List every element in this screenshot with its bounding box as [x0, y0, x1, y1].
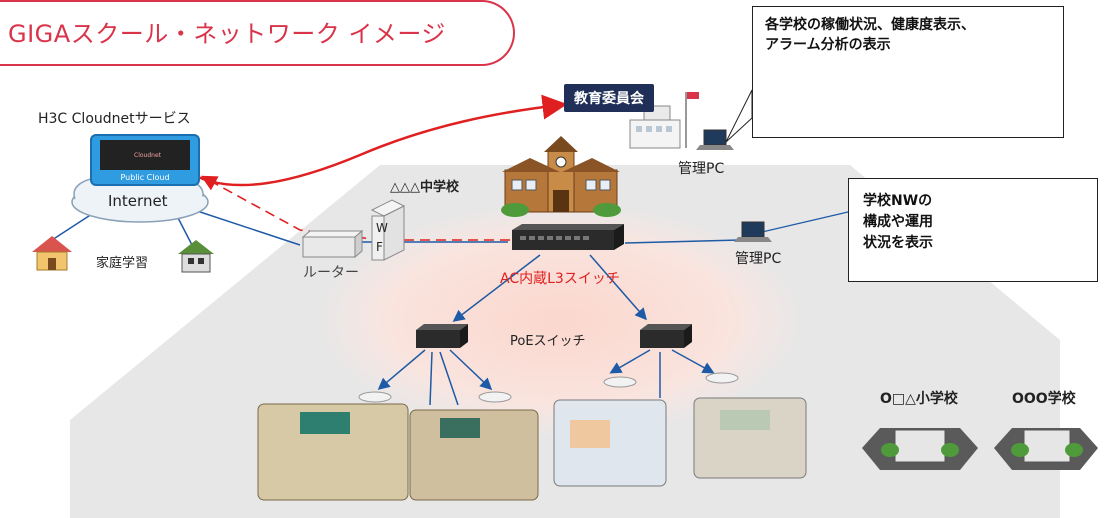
classroom-image-2 — [409, 409, 539, 501]
router-label: ルーター — [303, 265, 359, 281]
l3-switch-label: AC内蔵L3スイッチ — [500, 271, 620, 287]
other-school-label-2: OOO学校 — [1012, 391, 1076, 407]
home-learning-label: 家庭学習 — [96, 256, 149, 271]
home-icon-1 — [32, 236, 72, 271]
l3-poe2-arrow — [589, 254, 647, 321]
other-school-label-1: O□△小学校 — [880, 391, 958, 407]
pc-callout-line — [761, 211, 849, 233]
cloud-home1-line — [51, 211, 96, 241]
callout-right-line3: 状況を表示 — [863, 235, 933, 251]
callout-top-line1: 各学校の稼働状況、健康度表示、 — [765, 17, 975, 33]
l3-pc-line — [624, 239, 741, 244]
callout-dashboard-top: 各学校の稼働状況、健康度表示、 アラーム分析の表示 — [752, 6, 1064, 138]
cloud-screen-brand: Cloudnet — [134, 152, 161, 159]
cloud-service-label: H3C Cloudnetサービス — [38, 111, 191, 127]
title-tab — [0, 0, 515, 66]
firewall-label-w: W — [376, 221, 388, 235]
school-pc-label: 管理PC — [735, 251, 782, 267]
cloud-dashboard-screen: Cloudnet — [100, 140, 190, 170]
home-icon-2 — [178, 240, 214, 273]
firewall-device — [370, 199, 406, 261]
callout-top-pointer — [725, 89, 753, 143]
callout-right-line2: 構成や運用 — [863, 214, 933, 230]
public-cloud-label: Public Cloud — [120, 173, 170, 182]
l3-poe1-arrow — [452, 254, 541, 322]
laptop-icon-school — [734, 221, 772, 242]
board-pc-label: 管理PC — [678, 161, 725, 177]
classroom-image-1 — [257, 403, 409, 501]
network-glow — [315, 202, 805, 438]
classroom-image-3 — [553, 399, 667, 487]
classroom-image-4 — [693, 397, 807, 479]
other-school-icon-1 — [862, 428, 978, 470]
internet-cloud — [71, 177, 209, 223]
board-of-education-label: 教育委員会 — [564, 84, 654, 112]
access-point-icons — [358, 372, 739, 403]
page-title: GIGAスクール・ネットワーク イメージ — [8, 20, 446, 48]
school-to-cloud-dashed — [200, 175, 510, 241]
public-cloud-box: Cloudnet Public Cloud — [90, 134, 200, 186]
poe-switch-2 — [640, 324, 692, 348]
laptop-icon-board — [696, 129, 734, 150]
l3-switch-device — [512, 224, 624, 250]
callout-right-line1: 学校NWの — [863, 193, 933, 209]
internet-label: Internet — [108, 192, 168, 210]
poe-switch-1 — [416, 324, 468, 348]
school-building-icon — [501, 136, 621, 217]
firewall-label-f: F — [376, 240, 383, 254]
poe-switch-label: PoEスイッチ — [510, 334, 586, 349]
board-building-icon — [629, 92, 699, 149]
callout-top-line2: アラーム分析の表示 — [765, 37, 891, 53]
other-school-icon-2 — [994, 428, 1098, 470]
router-device — [301, 229, 364, 259]
callout-dashboard-right: 学校NWの 構成や運用 状況を表示 — [848, 178, 1098, 282]
cloud-router-line — [184, 206, 301, 246]
school-name-label: △△△中学校 — [390, 180, 459, 195]
cloud-to-board-arrow — [184, 94, 568, 187]
